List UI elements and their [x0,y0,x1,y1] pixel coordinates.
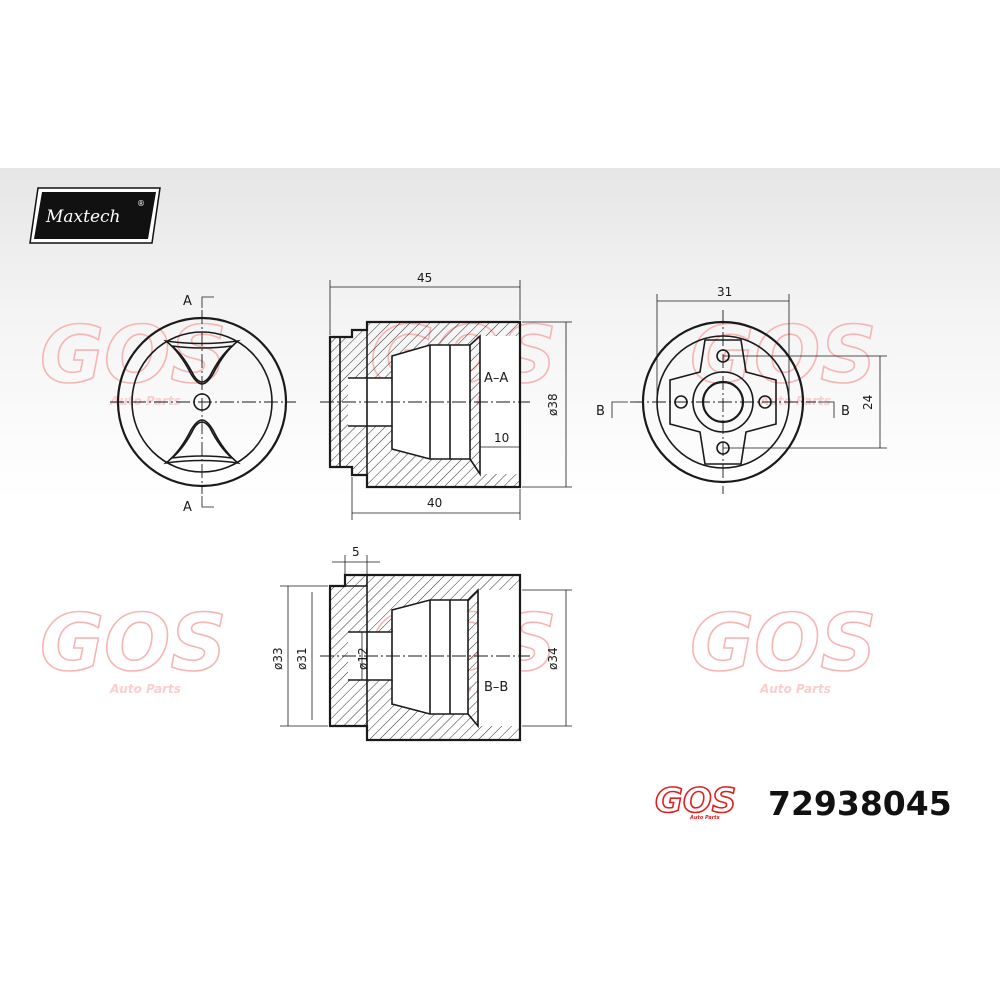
cut-marker-a-bottom [201,496,214,508]
bb-counterbore [478,590,520,726]
registered-mark: ® [137,199,145,208]
cut-marker-b-left [611,401,628,418]
bb-bore-cavity [348,600,468,714]
brand-name: Maxtech [45,207,121,227]
watermark-bottom-right: GOS Auto Parts [689,598,877,696]
watermark-logo-text: GOS [690,599,877,689]
cut-label-b-right: B [841,404,850,419]
bottom-lobe [163,419,241,465]
rear-cross-boss [669,339,777,465]
logo-black-panel [34,192,156,239]
dim-label-24: 24 [861,395,875,410]
aa-counterbore [480,336,520,474]
watermark-subtext: Auto Parts [109,394,181,408]
gos-logo-subtext: Auto Parts [689,815,720,821]
bb-counterbore-outline [467,588,479,729]
aa-counterbore-outline [469,334,481,477]
cut-marker-a-top [201,296,214,308]
dim-label-dia-12: ø12 [356,647,370,670]
watermark-bottom-left: GOS Auto Parts [39,598,227,696]
aa-outline [328,320,522,489]
part-number: 72938045 [768,784,952,823]
gos-logo: GOS Auto Parts [654,780,737,822]
dim-label-dia-38: ø38 [546,393,560,416]
dim-label-dia-31: ø31 [295,647,309,670]
gos-logo-text: GOS [655,781,736,821]
watermark-subtext: Auto Parts [759,682,831,696]
cut-label-a-top: A [183,294,192,309]
bb-bore-outline [391,599,469,715]
maxtech-logo: Maxtech ® [29,187,161,244]
watermark-subtext: Auto Parts [759,394,831,408]
dim-label-40: 40 [427,496,442,510]
dim-label-5: 5 [352,545,360,559]
watermark-logo-text: GOS [40,599,227,689]
section-label-bb: B–B [484,680,508,695]
bottom-lobe-inner [169,421,235,460]
top-lobe-inner [169,344,235,383]
section-label-aa: A–A [484,371,508,386]
dim-label-10: 10 [494,431,509,445]
section-bb-view: B–B 5 ø33 ø31 ø12 ø34 [271,545,572,742]
cut-label-a-bottom: A [183,500,192,515]
dim-label-45: 45 [417,271,432,285]
section-aa-view: A–A 45 40 10 ø38 [320,271,572,520]
rear-view: B B 31 24 [596,285,887,494]
cut-marker-b-right [818,401,835,418]
watermark-subtext: Auto Parts [109,682,181,696]
dim-label-dia-34: ø34 [546,647,560,670]
cut-label-b-left: B [596,404,605,419]
front-view: A A [110,294,296,515]
dim-label-dia-33: ø33 [271,647,285,670]
dim-label-31: 31 [717,285,732,299]
top-lobe [163,339,241,385]
